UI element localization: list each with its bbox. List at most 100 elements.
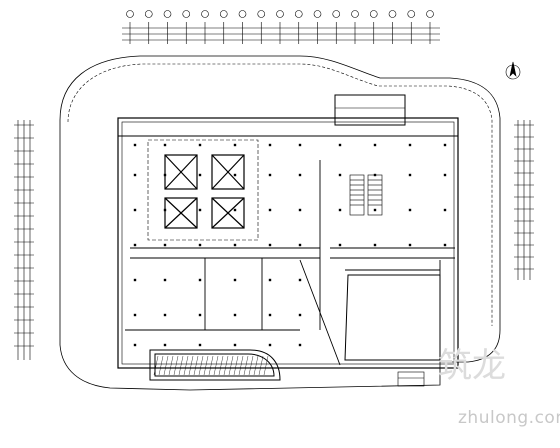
column [298,343,302,347]
grid-bubble [163,10,172,18]
column [298,173,302,177]
top-dimension-chain [122,27,440,41]
top-grid-lines [129,22,431,44]
hatch-line [243,355,249,376]
grid-bubble [369,10,378,18]
hatch-line [263,355,269,376]
grid-bubble [294,10,303,18]
column [298,278,302,282]
column [268,278,272,282]
column [338,243,342,247]
annex-block [334,94,406,126]
grid-bubble [126,10,134,18]
column [338,143,342,147]
hatch-line [188,355,194,376]
column [373,143,377,147]
grid-bubble [351,10,359,18]
column [233,313,237,317]
column [163,143,167,147]
exit-stair [397,371,425,387]
grid-bubble [426,10,434,18]
hatch-line [198,355,204,376]
column [298,313,302,317]
site-boundary [59,55,501,391]
column [163,243,167,247]
column [233,143,237,147]
grid-bubble [276,10,284,18]
grid-bubble [407,10,416,18]
partition-walls [125,160,455,366]
column [233,208,237,212]
grid-bubble [219,10,228,18]
hatch-line [183,355,189,376]
hatch-line [203,355,209,376]
hatch-line [168,355,174,376]
tower-outline [147,139,259,241]
hatch-line [228,355,234,376]
column [298,243,302,247]
column [443,208,447,212]
column [233,173,237,177]
column [268,313,272,317]
column [443,173,447,177]
column [163,313,167,317]
column [268,143,272,147]
hatch-line [218,355,224,376]
column [198,173,202,177]
column [133,208,137,212]
column [198,243,202,247]
column [298,143,302,147]
watermark-text: zhulong.com [458,408,560,428]
column [268,243,272,247]
grid-bubble [201,10,209,18]
grid-bubble [313,10,322,18]
column [268,208,272,212]
left-grid-lines [14,124,34,347]
column [233,278,237,282]
hatch-line [158,355,164,376]
sunken-plaza [344,274,441,361]
column [133,243,137,247]
hatch-line [173,355,179,376]
column [198,313,202,317]
column [408,143,412,147]
hatch-line [258,355,264,376]
core-stair-elevators [164,154,245,229]
vehicle-ramp [149,349,281,381]
column [133,143,137,147]
hatch-line [163,355,169,376]
column [198,208,202,212]
ramp-hatching [153,355,269,376]
column [133,278,137,282]
hatch-line [213,355,219,376]
column [133,313,137,317]
grid-bubble [182,10,191,18]
escalators [349,174,383,216]
column [163,208,167,212]
column [163,278,167,282]
left-dimension-chain [17,120,31,360]
column [268,173,272,177]
podium-outline [117,117,459,369]
top-grid-bubbles [126,10,434,18]
north-arrow [505,61,521,80]
structural-columns [133,143,447,347]
column [408,208,412,212]
column [163,173,167,177]
column [233,343,237,347]
column [373,243,377,247]
watermark-logo: 筑龙 [438,346,506,386]
grid-bubble [144,10,153,18]
column [443,243,447,247]
column [233,243,237,247]
hatch-line [233,355,239,376]
column [133,173,137,177]
column [198,143,202,147]
column [338,208,342,212]
hatch-line [253,355,259,376]
hatch-line [223,355,229,376]
hatch-line [153,355,159,376]
right-dimension-chain [517,120,531,280]
column [198,343,202,347]
column [298,208,302,212]
